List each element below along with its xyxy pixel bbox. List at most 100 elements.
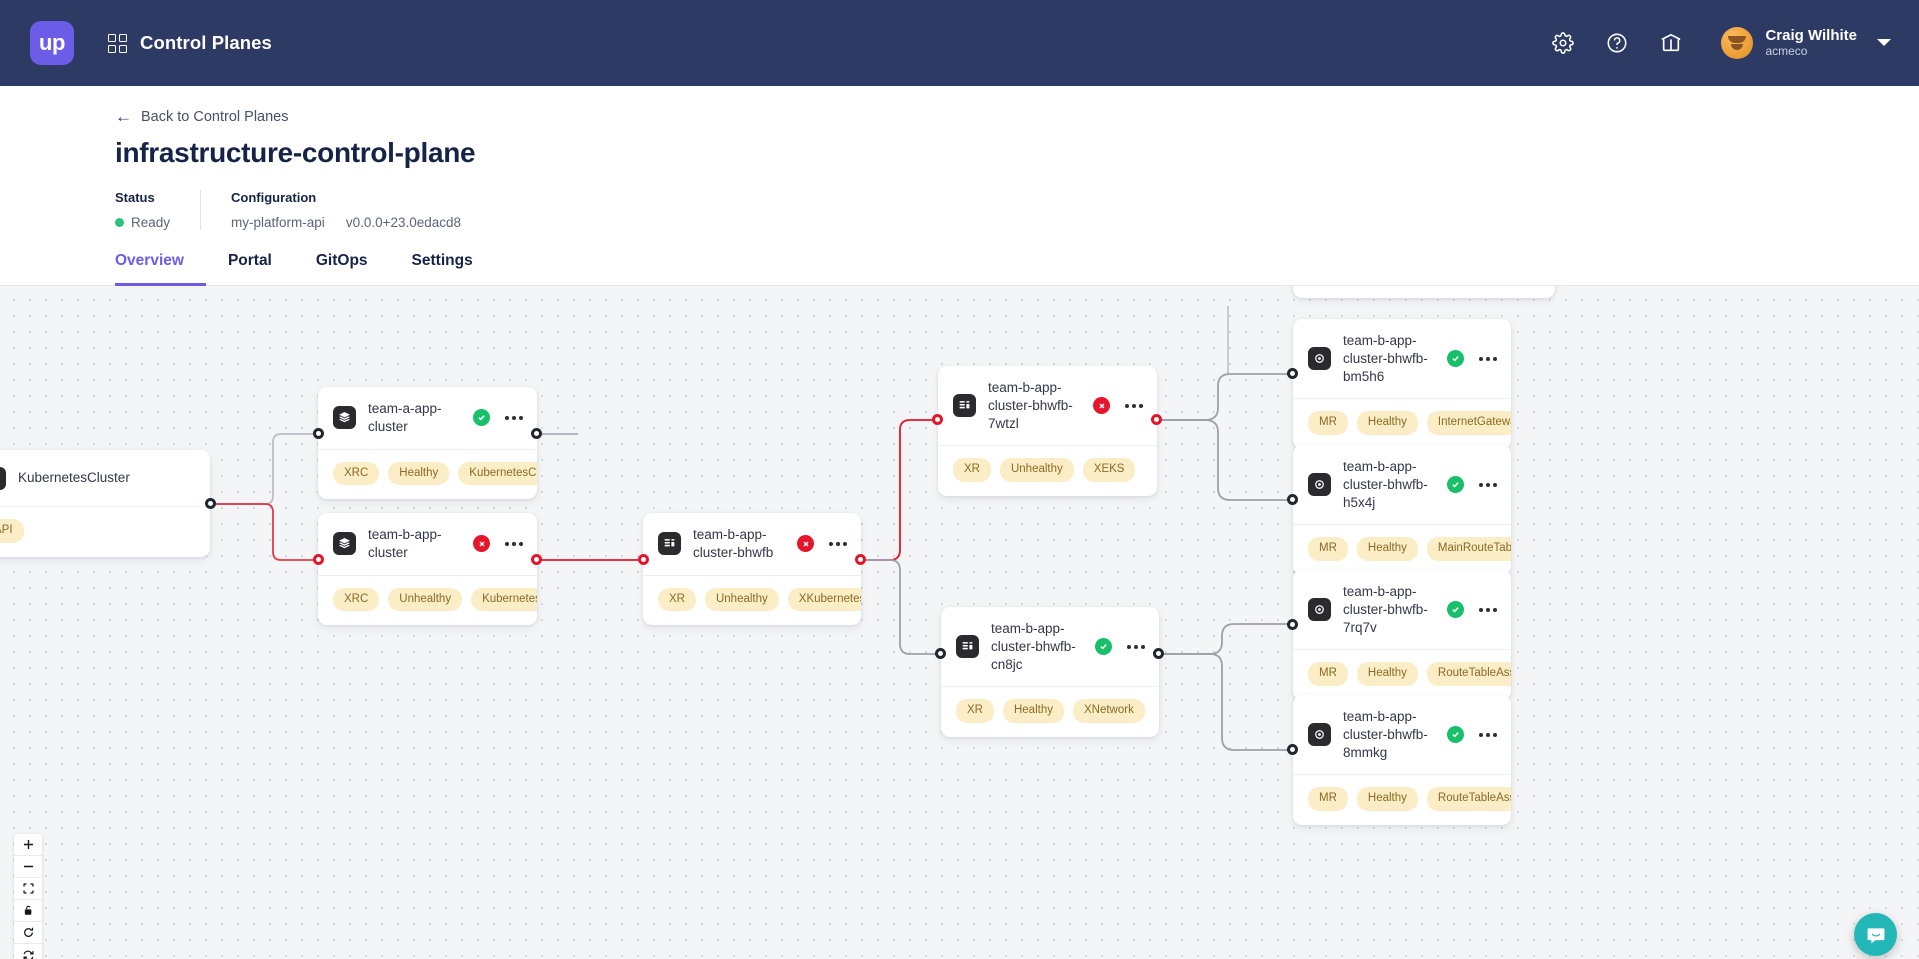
node-handle-team-b-out[interactable] <box>531 554 542 565</box>
graph-node-partial-top[interactable] <box>1293 286 1555 298</box>
graph-node-team-b-app-cluster-bhwfb-bm5h6[interactable]: team-b-app-cluster-bhwfb-bm5h6 MR Health… <box>1293 319 1511 450</box>
graph-node-team-b-app-cluster-bhwfb-7rq7v[interactable]: team-b-app-cluster-bhwfb-7rq7v MR Health… <box>1293 570 1511 701</box>
node-header: team-b-app-cluster <box>318 513 537 575</box>
node-handle-7wtzl-out[interactable] <box>1151 414 1162 425</box>
node-header: team-b-app-cluster-bhwfb-8mmkg <box>1293 695 1511 774</box>
chat-launcher[interactable] <box>1854 913 1897 956</box>
node-tag: Unhealthy <box>999 458 1074 483</box>
node-title: team-b-app-cluster-bhwfb-h5x4j <box>1343 459 1428 510</box>
node-menu-button[interactable] <box>1127 644 1145 649</box>
node-handle-7rq7v-in[interactable] <box>1287 619 1298 630</box>
zoom-out-button[interactable] <box>14 856 42 878</box>
node-menu-button[interactable] <box>1479 356 1497 361</box>
page-tabs: Overview Portal GitOps Settings <box>115 252 1919 286</box>
user-menu[interactable]: Craig Wilhite acmeco <box>1721 27 1891 59</box>
node-handle-8mmkg-in[interactable] <box>1287 744 1298 755</box>
meta-configuration: Configuration my-platform-api v0.0.0+23.… <box>200 190 491 230</box>
node-tag: RouteTableAssociation <box>1426 787 1511 812</box>
graph-node-team-a-app-cluster[interactable]: team-a-app-cluster XRC Healthy Kubernete… <box>318 387 537 500</box>
lock-button[interactable] <box>14 900 42 922</box>
upbound-logo[interactable]: up <box>30 21 74 65</box>
node-handle-h5x4j-in[interactable] <box>1287 494 1298 505</box>
refresh-button[interactable] <box>14 944 42 959</box>
node-divider <box>643 574 861 576</box>
node-tag: XRC <box>333 461 380 486</box>
reset-button[interactable] <box>14 922 42 944</box>
back-to-control-planes-link[interactable]: ← Back to Control Planes <box>115 108 289 125</box>
node-title: team-b-app-cluster-bhwfb-7wtzl <box>988 380 1073 431</box>
node-title: team-b-app-cluster-bhwfb-8mmkg <box>1343 709 1428 760</box>
fit-view-button[interactable] <box>14 878 42 900</box>
node-tag: Unhealthy <box>388 587 463 612</box>
node-handle-bhwfb-in[interactable] <box>638 554 649 565</box>
node-tag: MR <box>1308 537 1348 562</box>
node-tag: XRC <box>333 587 380 612</box>
status-badge-healthy-icon <box>1447 601 1464 619</box>
node-tag: Healthy <box>388 461 450 486</box>
graph-node-kubernetescluster[interactable]: KubernetesCluster API <box>0 450 210 557</box>
status-badge-healthy-icon <box>1095 638 1112 656</box>
nav-section-control-planes[interactable]: Control Planes <box>108 32 272 54</box>
node-title: team-b-app-cluster-bhwfb-7rq7v <box>1343 584 1428 635</box>
tabs-divider <box>0 285 1919 286</box>
node-header: team-b-app-cluster-bhwfb <box>643 513 861 575</box>
node-menu-button[interactable] <box>1479 732 1497 737</box>
node-handle-team-a-out[interactable] <box>531 428 542 439</box>
node-title: team-b-app-cluster-bhwfb-bm5h6 <box>1343 333 1428 384</box>
status-badge-unhealthy-icon <box>473 535 490 553</box>
node-menu-button[interactable] <box>1479 607 1497 612</box>
resource-graph-canvas[interactable]: KubernetesCluster API team-a-app-cluster <box>0 286 1919 959</box>
node-handle-bm5h6-in[interactable] <box>1287 368 1298 379</box>
status-dot-green-icon <box>115 218 124 227</box>
node-tag: XEKS <box>1082 458 1136 483</box>
node-tag: XNetwork <box>1072 699 1145 724</box>
tab-settings[interactable]: Settings <box>411 252 473 269</box>
chevron-down-icon[interactable] <box>1877 39 1891 47</box>
node-menu-button[interactable] <box>505 541 523 546</box>
graph-node-team-b-app-cluster-bhwfb-h5x4j[interactable]: team-b-app-cluster-bhwfb-h5x4j MR Health… <box>1293 445 1511 576</box>
managed-resource-icon <box>1308 598 1331 622</box>
node-handle-cn8jc-in[interactable] <box>935 648 946 659</box>
node-handle-7wtzl-in[interactable] <box>932 414 943 425</box>
composite-icon <box>956 635 979 659</box>
node-title: team-b-app-cluster <box>368 527 442 560</box>
tab-portal[interactable]: Portal <box>227 252 272 269</box>
tab-overview[interactable]: Overview <box>115 252 206 286</box>
node-header: team-a-app-cluster <box>318 387 537 449</box>
graph-node-team-b-app-cluster-bhwfb-8mmkg[interactable]: team-b-app-cluster-bhwfb-8mmkg MR Health… <box>1293 695 1511 826</box>
graph-node-team-b-app-cluster-bhwfb-7wtzl[interactable]: team-b-app-cluster-bhwfb-7wtzl XR Unheal… <box>938 366 1157 497</box>
node-handle-team-a-in[interactable] <box>313 428 324 439</box>
gear-icon[interactable] <box>1547 27 1579 59</box>
back-link-label: Back to Control Planes <box>141 108 289 125</box>
marketplace-icon[interactable] <box>1655 27 1687 59</box>
node-menu-button[interactable] <box>505 415 523 420</box>
layers-icon <box>333 406 356 430</box>
node-tags: XRC Unhealthy KubernetesCluster <box>318 576 537 626</box>
composite-icon <box>658 532 681 556</box>
node-tag: InternetGateway <box>1426 411 1511 436</box>
node-handle-team-b-in[interactable] <box>313 554 324 565</box>
node-handle-bhwfb-out[interactable] <box>855 554 866 565</box>
node-tag: RouteTableAssociation <box>1426 662 1511 687</box>
node-tag: MR <box>1308 411 1348 436</box>
node-menu-button[interactable] <box>1479 482 1497 487</box>
zoom-in-button[interactable] <box>14 834 42 856</box>
zoom-controls <box>14 834 42 959</box>
user-name: Craig Wilhite <box>1765 26 1857 44</box>
node-tag: Healthy <box>1356 662 1418 687</box>
node-tags: MR Healthy InternetGateway <box>1293 399 1511 449</box>
graph-node-team-b-app-cluster-bhwfb[interactable]: team-b-app-cluster-bhwfb XR Unhealthy XK… <box>643 513 861 626</box>
help-circle-icon[interactable] <box>1601 27 1633 59</box>
node-menu-button[interactable] <box>1125 403 1143 408</box>
user-identity: Craig Wilhite acmeco <box>1765 27 1857 59</box>
page-meta: Status Ready Configuration my-platform-a… <box>115 190 1919 230</box>
graph-node-team-b-app-cluster[interactable]: team-b-app-cluster XRC Unhealthy Kuberne… <box>318 513 537 626</box>
node-handle-cn8jc-out[interactable] <box>1153 648 1164 659</box>
managed-resource-icon <box>1308 473 1331 497</box>
tab-gitops[interactable]: GitOps <box>315 252 368 269</box>
node-menu-button[interactable] <box>829 541 847 546</box>
node-handle-kubernetescluster-out[interactable] <box>205 498 216 509</box>
node-header: team-b-app-cluster-bhwfb-7rq7v <box>1293 570 1511 649</box>
graph-node-team-b-app-cluster-bhwfb-cn8jc[interactable]: team-b-app-cluster-bhwfb-cn8jc XR Health… <box>941 607 1159 738</box>
node-tag: MR <box>1308 787 1348 812</box>
